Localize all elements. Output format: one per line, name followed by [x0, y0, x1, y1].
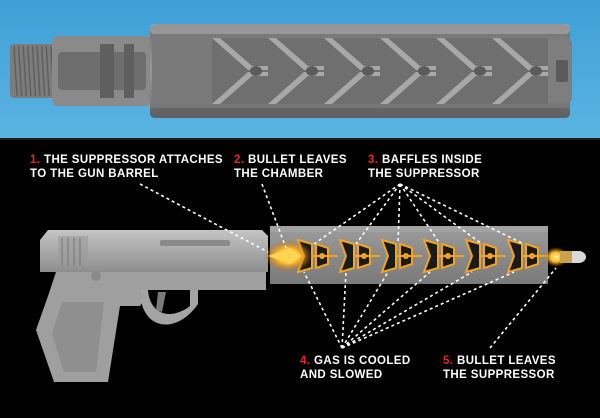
suppressor-side-view — [264, 226, 568, 284]
bullet-icon — [560, 251, 586, 263]
label-2-line1: BULLET LEAVES — [248, 154, 347, 166]
label-5-number: 5. — [443, 355, 454, 367]
leader-lines — [139, 183, 557, 349]
baffle-stack — [212, 38, 548, 104]
label-4-number: 4. — [300, 355, 311, 367]
label-1: 1. THE SUPPRESSOR ATTACHES TO THE GUN BA… — [30, 153, 223, 181]
pistol-illustration — [36, 230, 268, 382]
label-2-number: 2. — [234, 154, 245, 166]
label-3-line2: THE SUPPRESSOR — [368, 168, 480, 180]
label-3: 3. BAFFLES INSIDE THE SUPPRESSOR — [368, 153, 482, 181]
label-2: 2. BULLET LEAVES THE CHAMBER — [234, 153, 347, 181]
label-4: 4. GAS IS COOLED AND SLOWED — [300, 354, 411, 382]
label-1-line2: TO THE GUN BARREL — [30, 168, 159, 180]
label-4-line2: AND SLOWED — [300, 369, 383, 381]
label-1-line1: THE SUPPRESSOR ATTACHES — [44, 154, 223, 166]
label-5-line1: BULLET LEAVES — [457, 355, 556, 367]
label-2-line2: THE CHAMBER — [234, 168, 324, 180]
label-5: 5. BULLET LEAVES THE SUPPRESSOR — [443, 354, 556, 382]
label-4-line1: GAS IS COOLED — [314, 355, 411, 367]
suppressor-cutaway-illustration — [10, 24, 572, 118]
label-5-line2: THE SUPPRESSOR — [443, 369, 555, 381]
label-3-line1: BAFFLES INSIDE — [382, 154, 483, 166]
label-3-number: 3. — [368, 154, 379, 166]
baffle-icons — [296, 238, 548, 274]
label-1-number: 1. — [30, 154, 41, 166]
panel-divider — [0, 138, 600, 140]
